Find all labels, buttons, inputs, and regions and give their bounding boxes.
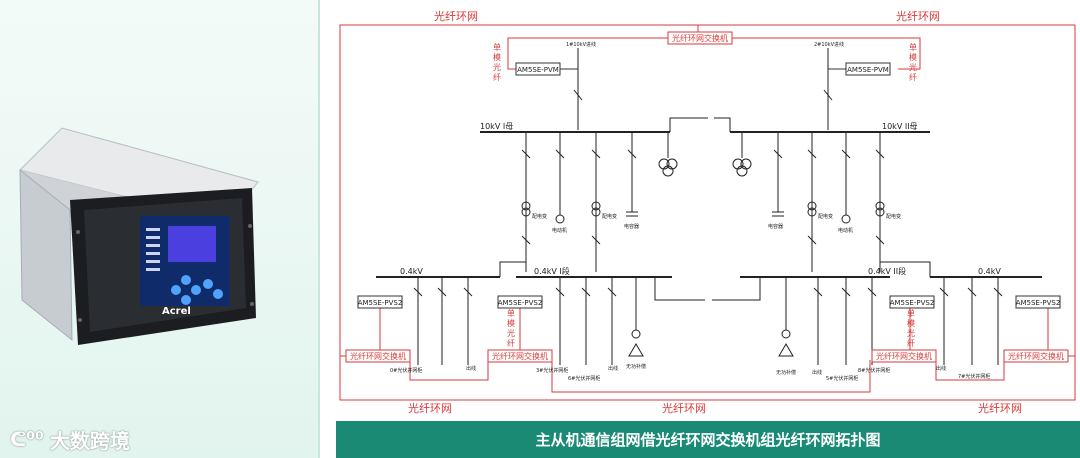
label-outgoing-1: 出线 <box>608 365 618 372</box>
pvs-2 <box>497 295 543 309</box>
fiber-tl-1: 单 <box>493 42 501 52</box>
fiber-br-4: 纤 <box>907 338 915 348</box>
fiber-bl-3: 光 <box>507 328 515 338</box>
fiber-tr-4: 纤 <box>909 72 917 82</box>
watermark-text: 大数跨境 <box>49 428 130 453</box>
pvs-3 <box>889 295 935 309</box>
fiber-tr-3: 光 <box>909 62 917 72</box>
protection-relay-illustration: Acrel <box>19 127 259 345</box>
ring-label-bottom-center: 光纤环网 <box>662 401 706 415</box>
fiber-bl-1: 单 <box>507 308 515 318</box>
watermark: ᕦ⁰⁰ 大数跨境 <box>10 424 130 454</box>
fiber-br-2: 模 <box>907 318 915 328</box>
bus-04kv-left-label: 0.4kV <box>400 267 423 276</box>
lcd-screen-icon <box>168 226 216 262</box>
switch-1-label: 光纤环网交换机 <box>350 351 406 361</box>
watermark-logo-icon: ᕦ⁰⁰ <box>10 427 44 451</box>
label-comp-2: 无功补偿 <box>776 369 796 376</box>
label-transformer-4: 配电变 <box>886 213 901 220</box>
topology-diagram: 光纤环网 光纤环网 光纤环网 光纤环网 光纤环网 光纤环网交换机 单 模 光 纤… <box>339 9 1076 415</box>
switch-2-label: 光纤环网交换机 <box>492 351 548 361</box>
label-feeder-6: 6#光伏并网柜 <box>568 375 600 382</box>
fiber-tl-2: 模 <box>493 52 501 62</box>
pvs-1 <box>357 295 403 309</box>
bus-04kv-ii-label: 0.4kV II段 <box>868 266 906 276</box>
label-motor-2: 电动机 <box>838 227 853 234</box>
label-capacitor-1: 电容器 <box>624 223 639 230</box>
fiber-tl-3: 光 <box>493 62 501 72</box>
fiber-br-3: 光 <box>907 328 915 338</box>
device-brand: Acrel <box>162 306 191 317</box>
switch-top <box>667 31 733 45</box>
label-transformer-3: 配电变 <box>818 213 833 220</box>
pvm-left-label: AM5SE-PVM <box>517 66 559 74</box>
switch-4-label: 光纤环网交换机 <box>1008 351 1064 361</box>
label-feeder-8: 8#光伏并网柜 <box>858 367 890 374</box>
label-comp-1: 无功补偿 <box>626 363 646 370</box>
keypad-icon <box>171 275 223 305</box>
label-feeder-3: 3#光伏并网柜 <box>536 367 568 374</box>
label-feeder-5: 5#光伏并网柜 <box>826 375 858 382</box>
fiber-bl-2: 模 <box>507 318 515 328</box>
switch-top-label: 光纤环网交换机 <box>672 33 728 43</box>
panel-divider <box>318 0 320 458</box>
fiber-tr-2: 模 <box>909 52 917 62</box>
label-outgoing-3: 出线 <box>466 365 476 372</box>
fiber-ring <box>339 24 1076 401</box>
bus-10kv-ii-label: 10kV II母 <box>882 122 918 131</box>
label-feeder-0: 0#光伏并网柜 <box>390 367 422 374</box>
single-line <box>376 48 1042 365</box>
label-outgoing-2: 出线 <box>812 369 822 376</box>
pvm-right-label: AM5SE-PVM <box>847 66 889 74</box>
switch-1 <box>345 349 411 363</box>
ring-label-top-left: 光纤环网 <box>434 9 478 23</box>
pvs-4-label: AM5SE-PVS2 <box>1016 299 1061 307</box>
label-feeder-7: 7#光伏并网柜 <box>958 373 990 380</box>
bus-04kv-right-label: 0.4kV <box>978 267 1001 276</box>
incoming-right-label: 2#10kV进线 <box>814 41 844 48</box>
pvs-3-label: AM5SE-PVS2 <box>890 299 935 307</box>
switch-3 <box>871 349 937 363</box>
banner-title: 主从机通信组网借光纤环网交换机组光纤环网拓扑图 <box>336 421 1080 458</box>
label-outgoing-4: 出线 <box>936 365 946 372</box>
ring-label-bottom-left: 光纤环网 <box>408 401 452 415</box>
switch-2 <box>487 349 553 363</box>
fiber-bl-4: 纤 <box>507 338 515 348</box>
bus-04kv-i-label: 0.4kV I段 <box>534 266 570 276</box>
bus-10kv-i-label: 10kV I母 <box>480 122 513 131</box>
pvs-1-label: AM5SE-PVS2 <box>358 299 403 307</box>
label-transformer-2: 配电变 <box>602 213 617 220</box>
ring-label-bottom-right: 光纤环网 <box>978 401 1022 415</box>
label-motor-1: 电动机 <box>552 227 567 234</box>
label-capacitor-2: 电容器 <box>768 223 783 230</box>
fiber-tr-1: 单 <box>909 42 917 52</box>
switch-4 <box>1003 349 1069 363</box>
fiber-br-1: 单 <box>907 308 915 318</box>
fiber-tl-4: 纤 <box>493 72 501 82</box>
pvs-2-label: AM5SE-PVS2 <box>498 299 543 307</box>
incoming-left-label: 1#10kV进线 <box>566 41 596 48</box>
label-transformer-1: 配电变 <box>532 213 547 220</box>
pvs-4 <box>1015 295 1061 309</box>
ring-label-top-right: 光纤环网 <box>896 9 940 23</box>
switch-3-label: 光纤环网交换机 <box>876 351 932 361</box>
